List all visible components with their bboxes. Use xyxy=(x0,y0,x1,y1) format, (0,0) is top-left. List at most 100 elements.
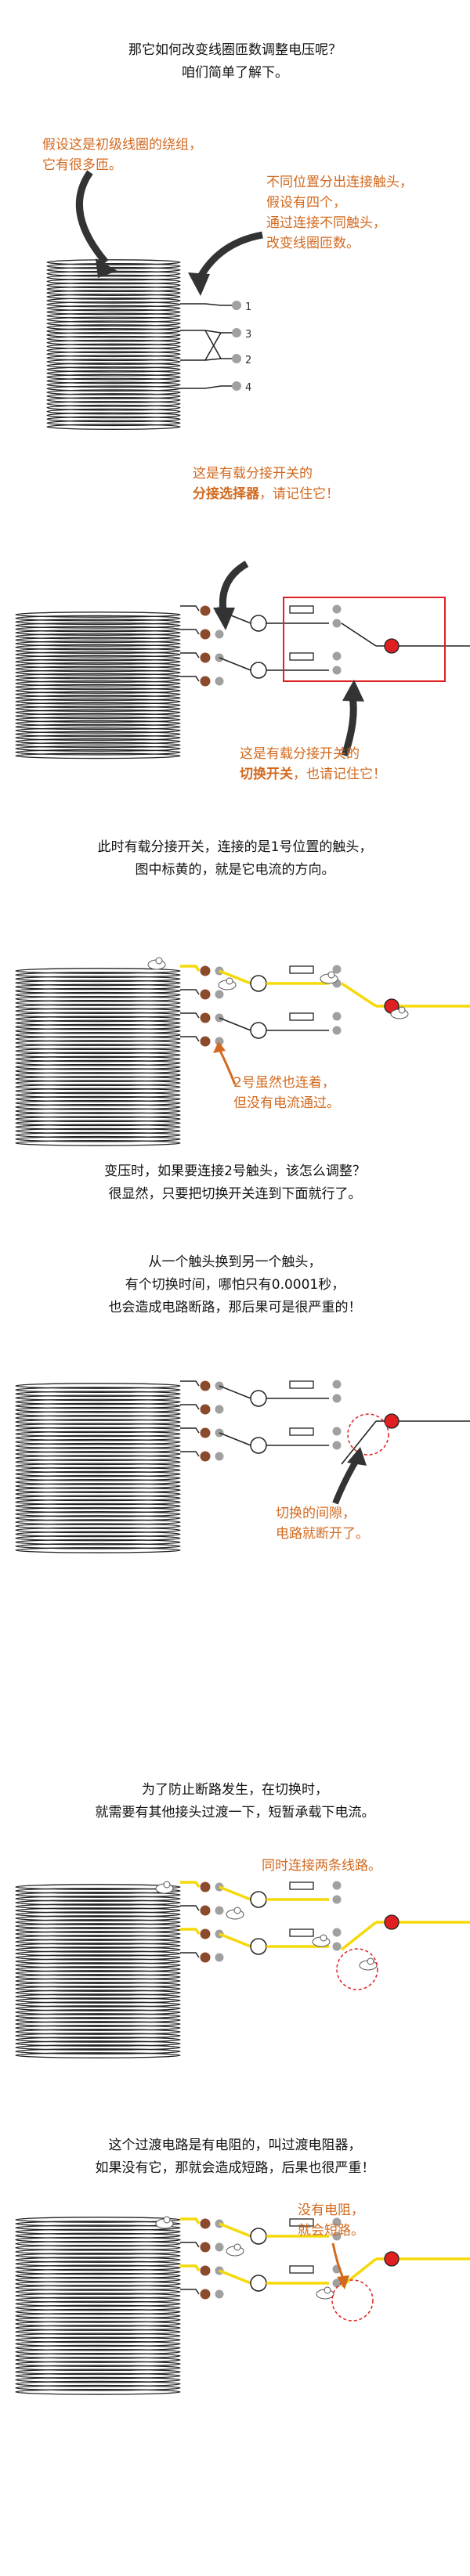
tap-changer-switch xyxy=(155,1881,470,1971)
coil-turn xyxy=(15,1986,181,1992)
tap-stud xyxy=(200,605,211,616)
diverter-contact xyxy=(332,651,342,661)
tap-lead xyxy=(180,330,235,334)
coil-turn xyxy=(15,1506,181,1513)
coil-turn xyxy=(46,397,181,403)
electron-head xyxy=(233,2243,241,2251)
coil-turn xyxy=(46,324,181,330)
coil-turn xyxy=(15,630,181,636)
coil-turn xyxy=(15,1402,181,1409)
coil-turn xyxy=(15,2257,181,2263)
coil-turn xyxy=(46,266,181,273)
bridge-annotation: 同时连接两条线路。 xyxy=(262,1856,381,1876)
primary-coil xyxy=(46,259,181,430)
coil-turn xyxy=(15,1012,181,1019)
caption-6-line-2: 就需要有其他接头过渡一下，短暂承载下电流。 xyxy=(95,1805,375,1820)
coil-turn xyxy=(15,734,181,741)
tap-lead xyxy=(180,989,200,995)
coil-turn xyxy=(46,282,181,289)
coil-turn xyxy=(15,680,181,687)
coil-turn xyxy=(15,2228,181,2235)
diverter-note-rest: ，也请记住它！ xyxy=(293,767,386,782)
coil-turn xyxy=(15,1415,181,1421)
coil-turn xyxy=(15,709,181,716)
coil-turn xyxy=(15,2325,181,2331)
coil-turn xyxy=(46,286,181,293)
coil-turn xyxy=(15,2380,181,2387)
short-note-line-2: 就会短路。 xyxy=(298,2223,364,2239)
coil-turn xyxy=(15,1140,181,1146)
coil-turn xyxy=(15,1406,181,1413)
caption-4-line-1: 变压时，如果要连接2号触头，该怎么调整？ xyxy=(104,1164,366,1179)
coil-turn xyxy=(15,2329,181,2336)
selector-contact xyxy=(215,1405,224,1414)
coil-turn xyxy=(15,2009,181,2015)
gap-annotation: 切换的间隙， 电路就断开了。 xyxy=(276,1503,369,1544)
coil-turn xyxy=(15,698,181,705)
coil-turn xyxy=(15,2268,181,2275)
transition-resistor xyxy=(289,1881,314,1890)
coil-turn xyxy=(15,1088,181,1095)
tap-lead xyxy=(180,605,200,612)
diverter-contact xyxy=(332,2231,342,2241)
coil-turn xyxy=(46,320,181,327)
coil-turn xyxy=(15,619,181,626)
arrow-to-selector xyxy=(219,561,249,612)
ring-terminal-upper xyxy=(250,2228,267,2245)
coil-turn xyxy=(15,1958,181,1964)
transition-resistor xyxy=(289,1427,314,1436)
caption-7-line-1: 这个过渡电路是有电阻的，叫过渡电阻器， xyxy=(108,2138,362,2153)
transition-resistor xyxy=(289,2218,314,2227)
selector-arm-upper xyxy=(219,1885,251,1901)
coil-turn xyxy=(15,1027,181,1034)
coil-turn xyxy=(15,2001,181,2008)
coil-turn xyxy=(46,416,181,423)
coil-turn xyxy=(15,1888,181,1894)
coil-turn xyxy=(15,1527,181,1534)
caption-7: 这个过渡电路是有电阻的，叫过渡电阻器， 如果没有它，那就会造成短路，后果也很严重… xyxy=(0,2134,470,2180)
coil-turn xyxy=(15,655,181,662)
coil-turn xyxy=(15,1943,181,1949)
ring-terminal-upper xyxy=(250,1390,267,1407)
diverter-note-bold: 切换开关 xyxy=(240,767,293,782)
panel6-svg xyxy=(15,2216,470,2395)
selector-arm-lower xyxy=(219,2269,251,2285)
tap-contact xyxy=(232,354,241,363)
tap-stud xyxy=(200,1905,211,1916)
tap-lead xyxy=(180,1451,200,1457)
tap-stud xyxy=(200,965,211,976)
coil-turn xyxy=(15,1419,181,1425)
diverter-contact xyxy=(332,2217,342,2227)
diverter-contact xyxy=(332,1427,342,1436)
coil-turn xyxy=(15,687,181,694)
coil-turn xyxy=(15,644,181,651)
primary-coil xyxy=(15,968,181,1146)
coil-turn xyxy=(15,1442,181,1449)
arrow-to-coil xyxy=(75,170,109,265)
coil-turn xyxy=(15,1978,181,1984)
tap-stud xyxy=(200,1881,211,1892)
caption-5: 从一个触头换到另一个触头， 有个切换时间，哪怕只有0.0001秒， 也会造成电路… xyxy=(0,1251,470,1319)
coil-turn xyxy=(15,2353,181,2359)
diverter-note-line-1: 这是有载分接开关的 xyxy=(240,746,360,762)
coil-turn xyxy=(15,1112,181,1118)
tap-number-2: 2 xyxy=(245,355,251,366)
arrow-head-short xyxy=(337,2275,349,2289)
coil-turn xyxy=(15,1990,181,1996)
tap-lead xyxy=(180,1036,200,1042)
electron-head xyxy=(367,1957,374,1965)
coil-turn xyxy=(15,1104,181,1110)
caption-6: 为了防止断路发生，在切换时， 就需要有其他接头过渡一下，短暂承载下电流。 xyxy=(0,1779,470,1824)
coil-turn xyxy=(15,2361,181,2367)
coil-turn xyxy=(46,343,181,350)
caption-5-line-3: 也会造成电路断路，那后果可是很严重的！ xyxy=(108,1300,362,1315)
tap-stud xyxy=(200,2218,211,2229)
coil-turn xyxy=(15,991,181,998)
coil-turn xyxy=(15,1095,181,1102)
coil-turn xyxy=(15,713,181,720)
intro-caption: 那它如何改变线圈匝数调整电压呢？ 咱们简单了解下。 xyxy=(0,39,470,85)
arrow-head-taps xyxy=(188,272,210,296)
arrow-head-gap xyxy=(347,1447,367,1466)
coil-turn xyxy=(46,377,181,384)
caption-3-line-1: 此时有载分接开关，连接的是1号位置的触头， xyxy=(97,839,373,855)
